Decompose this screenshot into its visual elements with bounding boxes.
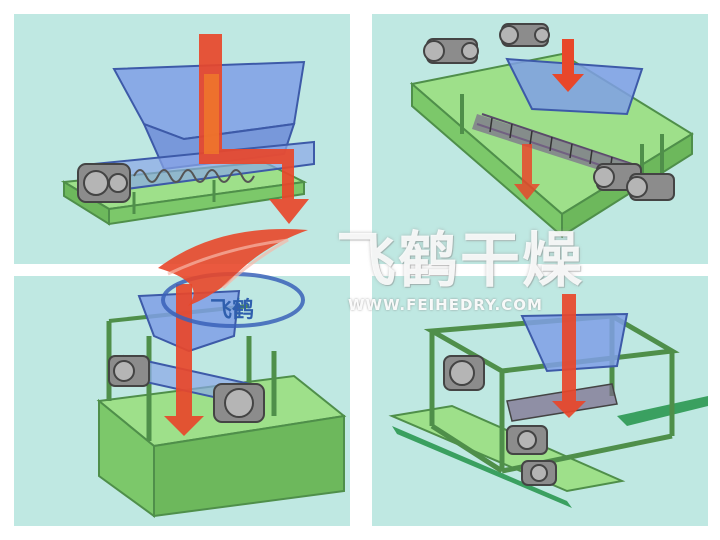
illustration-panel-screw-feeder xyxy=(14,14,350,264)
strip-cutter-feeder-illustration xyxy=(388,294,708,508)
illustration-panel-extruder-feeder xyxy=(14,276,350,526)
illustration-panel-strip-cutter-feeder xyxy=(372,276,708,526)
belt-dryer-feeder-illustration xyxy=(409,23,694,239)
screw-feeder-illustration xyxy=(60,34,315,226)
extruder-feeder-illustration xyxy=(96,284,347,518)
illustration-panel-belt-dryer-feeder xyxy=(372,14,708,264)
